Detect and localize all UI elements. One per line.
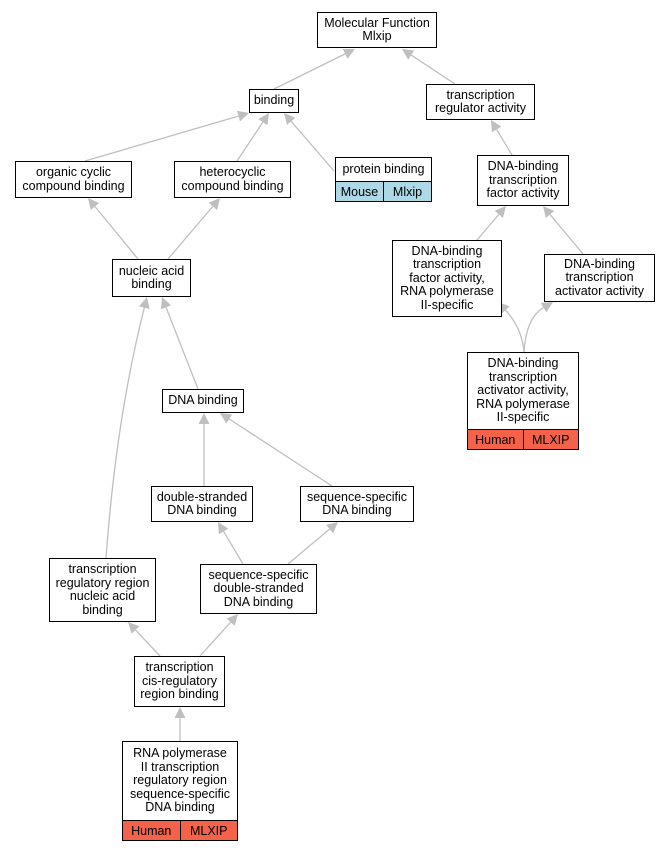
node-heterocyclic-compound-binding[interactable]: heterocyclic compound binding (174, 161, 291, 198)
edge-tcrb-to-trr (135, 629, 161, 657)
node-molecular-function[interactable]: Molecular Function Mlxip (317, 12, 437, 48)
arrowhead-dbtaa-to-dbtfa (543, 206, 555, 218)
species-tag: Human (468, 430, 523, 449)
node-binding[interactable]: binding (249, 89, 299, 113)
node-label: DNA-binding transcription activator acti… (476, 356, 570, 425)
gene-tag: Mlxip (383, 182, 431, 201)
arrowhead-tcrb-to-trr (128, 622, 140, 634)
arrowhead-tra-to-mf (402, 49, 415, 60)
arrowhead-rnap-to-tcrb (174, 707, 186, 718)
node-dna-binding-tf-activity-rnap2[interactable]: DNA-binding transcription factor activit… (392, 240, 502, 317)
node-label: heterocyclic compound binding (181, 165, 284, 193)
gene-tag: MLXIP (522, 430, 578, 449)
edge-nab-to-ocb (94, 206, 139, 260)
node-dna-binding-activator-activity-rnap2[interactable]: DNA-binding transcription activator acti… (467, 352, 579, 450)
node-transcription-regulatory-region-binding[interactable]: transcription regulatory region nucleic … (49, 558, 156, 622)
edge-tra-to-mf (410, 54, 456, 85)
arrowhead-dbtaa2-to-dbtaa (540, 302, 553, 313)
node-label: sequence-specific DNA binding (306, 489, 408, 517)
node-nucleic-acid-binding[interactable]: nucleic acid binding (112, 259, 191, 297)
arrowhead-binding-to-mf (342, 48, 355, 59)
node-label: DNA-binding transcription activator acti… (555, 256, 644, 298)
arrowhead-dbtfa-to-tra (491, 120, 502, 133)
gene-tag: MLXIP (179, 821, 237, 840)
arrowhead-ssdb-to-db (220, 413, 233, 424)
node-label: protein binding (342, 161, 425, 176)
edge-nab-to-hcb (167, 205, 214, 260)
edge-hcb-to-binding (236, 121, 264, 162)
node-dna-binding-transcription-factor-activity[interactable]: DNA-binding transcription factor activit… (477, 155, 569, 206)
edge-ssds-to-dsdb (223, 531, 244, 565)
annotation-row: Human MLXIP (468, 429, 578, 449)
arrowhead-ocb-to-binding (236, 110, 249, 122)
edge-db-to-nab (165, 307, 199, 390)
node-dna-binding[interactable]: DNA binding (162, 389, 244, 413)
annotation-row: Human MLXIP (123, 820, 237, 840)
node-label: RNA polymerase II transcription regulato… (129, 746, 231, 815)
node-label: transcription regulator activity (434, 87, 526, 115)
node-label: DNA binding (168, 393, 238, 408)
node-transcription-regulator-activity[interactable]: transcription regulator activity (426, 84, 535, 120)
node-rnap2-regulatory-region-dna-binding[interactable]: RNA polymerase II transcription regulato… (122, 741, 238, 841)
arrowhead-nab-to-hcb (208, 198, 220, 210)
edge-dbtfa2-to-dbtfa (476, 213, 500, 241)
arrowhead-pb-to-binding (284, 113, 296, 125)
node-label: transcription cis-regulatory region bind… (140, 660, 219, 702)
arrowhead-db-to-nab (160, 297, 172, 310)
node-dna-binding-transcription-activator-activity[interactable]: DNA-binding transcription activator acti… (544, 254, 655, 302)
edge-pb-to-binding (290, 120, 335, 172)
edge-dbtfa-to-tra (496, 129, 513, 156)
edge-ssds-to-ssdb (287, 528, 330, 565)
arrowhead-dbtfa2-to-dbtfa (494, 206, 506, 218)
arrowhead-dsdb-to-db (198, 413, 210, 424)
node-label: binding (253, 93, 295, 108)
node-label: Molecular Function Mlxip (324, 15, 430, 43)
node-transcription-cis-regulatory-region-binding[interactable]: transcription cis-regulatory region bind… (134, 656, 225, 707)
edge-dbtaa-to-dbtfa (549, 214, 584, 255)
edge-tcrb-to-ssds (199, 621, 232, 657)
node-label: sequence-specific double-stranded DNA bi… (208, 567, 309, 609)
arrowhead-nab-to-ocb (88, 198, 100, 210)
node-label: DNA-binding transcription factor activit… (400, 243, 494, 312)
species-tag: Human (123, 821, 180, 840)
node-label: DNA-binding transcription factor activit… (486, 159, 560, 201)
node-label: organic cyclic compound binding (22, 165, 125, 193)
edge-ssdb-to-db (228, 418, 333, 487)
node-sequence-specific-dna-binding[interactable]: sequence-specific DNA binding (300, 486, 414, 522)
edge-dbtaa2-to-dbtaa (523, 307, 544, 353)
annotation-row: Mouse Mlxip (336, 181, 431, 201)
arrowhead-ssds-to-dsdb (218, 522, 229, 535)
node-label: nucleic acid binding (118, 263, 185, 291)
node-label: double-stranded DNA binding (156, 489, 248, 517)
edge-trr-to-nab (105, 307, 145, 559)
arrowhead-hcb-to-binding (258, 113, 269, 126)
node-double-stranded-dna-binding[interactable]: double-stranded DNA binding (151, 486, 253, 522)
edge-dbtaa2-to-dbtfa2 (504, 309, 525, 353)
node-label: transcription regulatory region nucleic … (55, 562, 150, 617)
edge-binding-to-mf (273, 53, 346, 90)
node-protein-binding[interactable]: protein binding Mouse Mlxip (335, 157, 432, 202)
arrowhead-ssds-to-ssdb (326, 522, 338, 534)
species-tag: Mouse (336, 182, 383, 201)
node-organic-cyclic-compound-binding[interactable]: organic cyclic compound binding (15, 161, 132, 198)
arrowhead-tcrb-to-ssds (226, 614, 238, 626)
node-sequence-specific-ds-dna-binding[interactable]: sequence-specific double-stranded DNA bi… (200, 564, 317, 614)
arrowhead-trr-to-nab (138, 297, 150, 310)
edge-ocb-to-binding (84, 115, 239, 162)
